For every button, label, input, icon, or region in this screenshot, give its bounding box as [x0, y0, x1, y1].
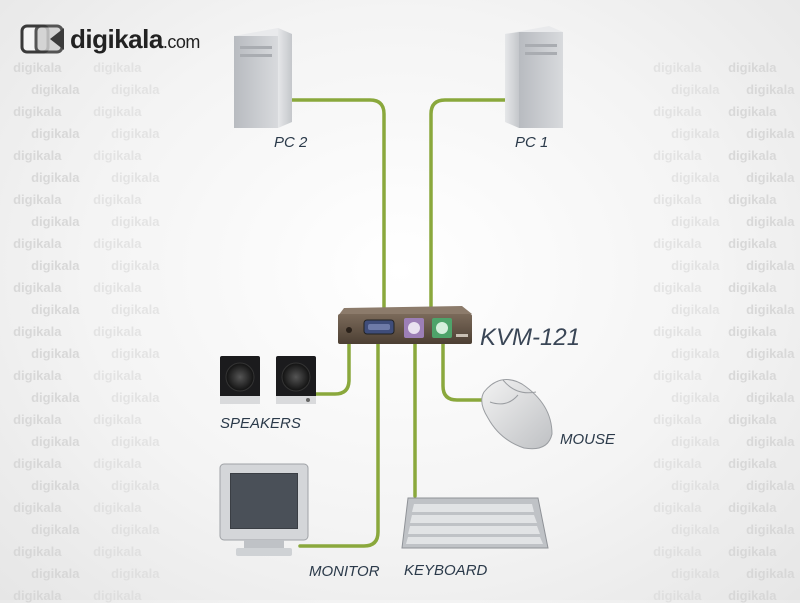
label-monitor: MONITOR — [309, 563, 380, 580]
keyboard — [401, 497, 549, 549]
pc1-tower — [505, 26, 563, 128]
pc2-tower — [234, 28, 292, 128]
label-speakers: SPEAKERS — [220, 415, 301, 432]
label-pc2: PC 2 — [274, 134, 308, 151]
device-model-label: KVM-121 — [480, 324, 581, 351]
cable-monitor — [298, 332, 380, 548]
label-keyboard: KEYBOARD — [404, 562, 488, 579]
label-pc1: PC 1 — [515, 134, 549, 151]
logo-text: digikala — [70, 23, 163, 54]
logo-mark-icon — [20, 24, 64, 54]
logo-wordmark: digikala.com — [70, 24, 200, 55]
brand-logo: digikala.com — [20, 22, 200, 56]
logo-domain: .com — [162, 31, 201, 52]
cable-pc2 — [290, 98, 386, 314]
label-mouse: MOUSE — [560, 431, 616, 448]
speakers — [220, 356, 316, 404]
cable-pc1 — [429, 98, 507, 314]
monitor — [219, 463, 309, 556]
cable-mouse — [441, 332, 489, 402]
cables — [290, 98, 507, 548]
mouse — [481, 379, 553, 450]
cable-speakers — [310, 332, 351, 396]
kvm-switch — [338, 306, 472, 344]
audio-port — [346, 327, 352, 333]
